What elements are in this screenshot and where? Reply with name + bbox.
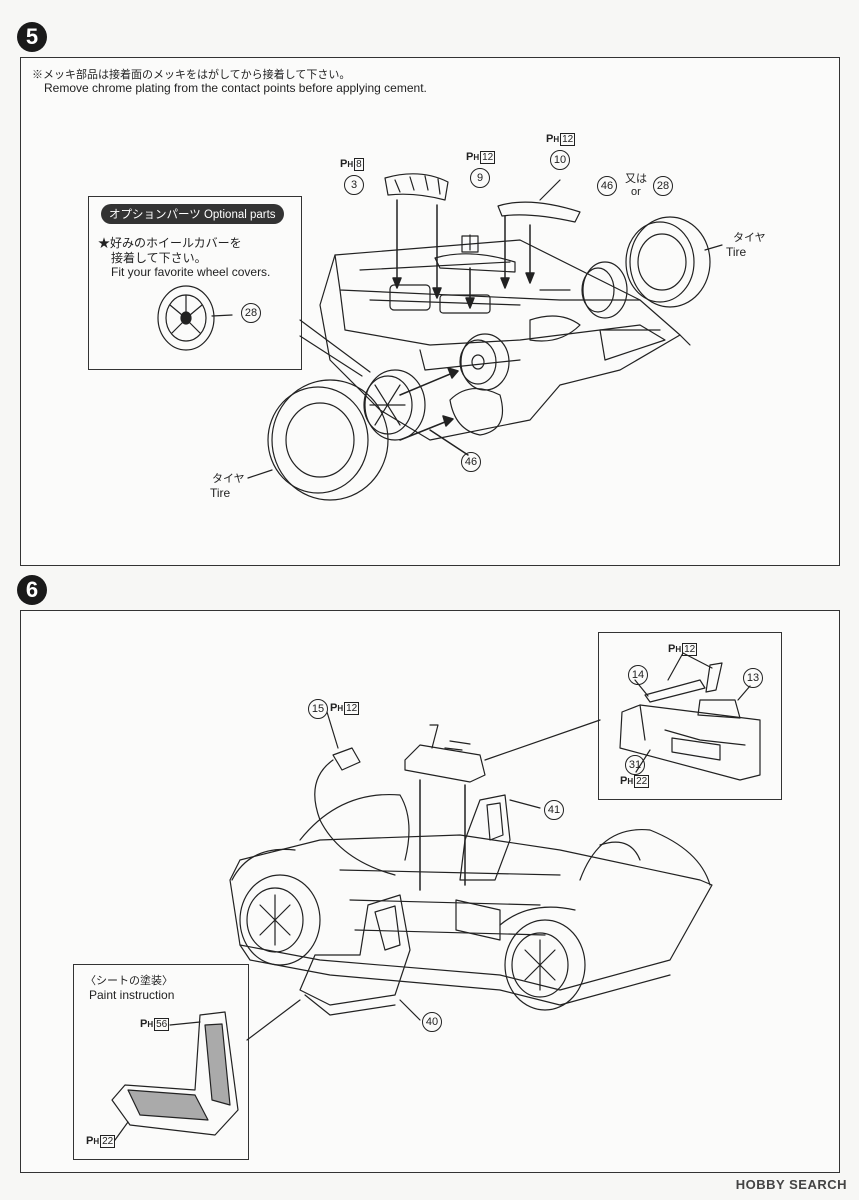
optional-parts-box bbox=[88, 196, 302, 370]
rear-arch-left bbox=[299, 793, 410, 861]
part-13: 13 bbox=[743, 668, 763, 688]
chrome-note-en: Remove chrome plating from the contact p… bbox=[44, 81, 427, 95]
front-wheel-drawing bbox=[363, 369, 426, 441]
part-28-alt: 28 bbox=[653, 176, 673, 196]
optional-note-line1: ★好みのホイールカバーを bbox=[98, 236, 242, 250]
alt-jp: 又は bbox=[625, 173, 647, 185]
rear-tire-drawing bbox=[625, 216, 723, 308]
console-drawing bbox=[404, 719, 601, 891]
alt-en: or bbox=[631, 186, 641, 198]
optional-note-line2: 接着して下さい。 bbox=[111, 251, 207, 265]
rear-arch-right bbox=[579, 828, 711, 886]
chrome-note-jp: ※メッキ部品は接着面のメッキをはがしてから接着して下さい。 bbox=[32, 69, 351, 81]
tire-right-jp: タイヤ bbox=[733, 232, 766, 244]
part-10: 10 bbox=[550, 150, 570, 170]
paint-title-jp: 〈シートの塗装〉 bbox=[85, 975, 173, 987]
part-28-optional: 28 bbox=[241, 303, 261, 323]
step5-arrows bbox=[392, 199, 535, 309]
shifter-13 bbox=[697, 662, 741, 719]
front-arrows bbox=[399, 367, 469, 456]
part-3-drawing bbox=[384, 173, 449, 201]
option-callout-lines bbox=[299, 319, 371, 377]
paint-seat-drawing bbox=[111, 1011, 239, 1141]
part-15-drawing bbox=[314, 711, 396, 876]
front-hub-drawing bbox=[459, 333, 510, 391]
rear-wheel-drawing bbox=[539, 261, 628, 319]
paint-callout-line bbox=[246, 999, 301, 1041]
step6-front-wheel bbox=[231, 848, 321, 966]
lever-14 bbox=[644, 679, 706, 703]
part-46-rear: 46 bbox=[597, 176, 617, 196]
part-9: 9 bbox=[470, 168, 490, 188]
step-5-badge: 5 bbox=[17, 22, 47, 52]
chassis-drawing-step5 bbox=[319, 239, 691, 441]
part-3: 3 bbox=[344, 175, 364, 195]
tire-right-en: Tire bbox=[726, 245, 747, 259]
inset-console-drawing bbox=[619, 652, 761, 781]
watermark: HOBBY SEARCH bbox=[735, 1177, 847, 1192]
part-10-drawing bbox=[497, 179, 581, 223]
optional-parts-header: オプションパーツ Optional parts bbox=[101, 204, 284, 224]
chassis-drawing-step6 bbox=[229, 834, 713, 1006]
tire-left-jp: タイヤ bbox=[212, 473, 245, 485]
optional-note-line3: Fit your favorite wheel covers. bbox=[111, 265, 271, 279]
step-6-badge: 6 bbox=[17, 575, 47, 605]
part-15: 15 bbox=[308, 699, 328, 719]
seat-41-drawing bbox=[459, 794, 541, 881]
paint-title-en: Paint instruction bbox=[89, 988, 175, 1002]
wheel-cover-drawing bbox=[157, 285, 233, 351]
part-9-drawing bbox=[434, 234, 516, 273]
part-40: 40 bbox=[422, 1012, 442, 1032]
part-46-front: 46 bbox=[461, 452, 481, 472]
seat-40-drawing bbox=[299, 894, 421, 1021]
tire-left-en: Tire bbox=[210, 486, 231, 500]
part-41: 41 bbox=[544, 800, 564, 820]
front-tire-drawing bbox=[247, 379, 389, 501]
step6-rear-wheel bbox=[499, 906, 586, 1011]
